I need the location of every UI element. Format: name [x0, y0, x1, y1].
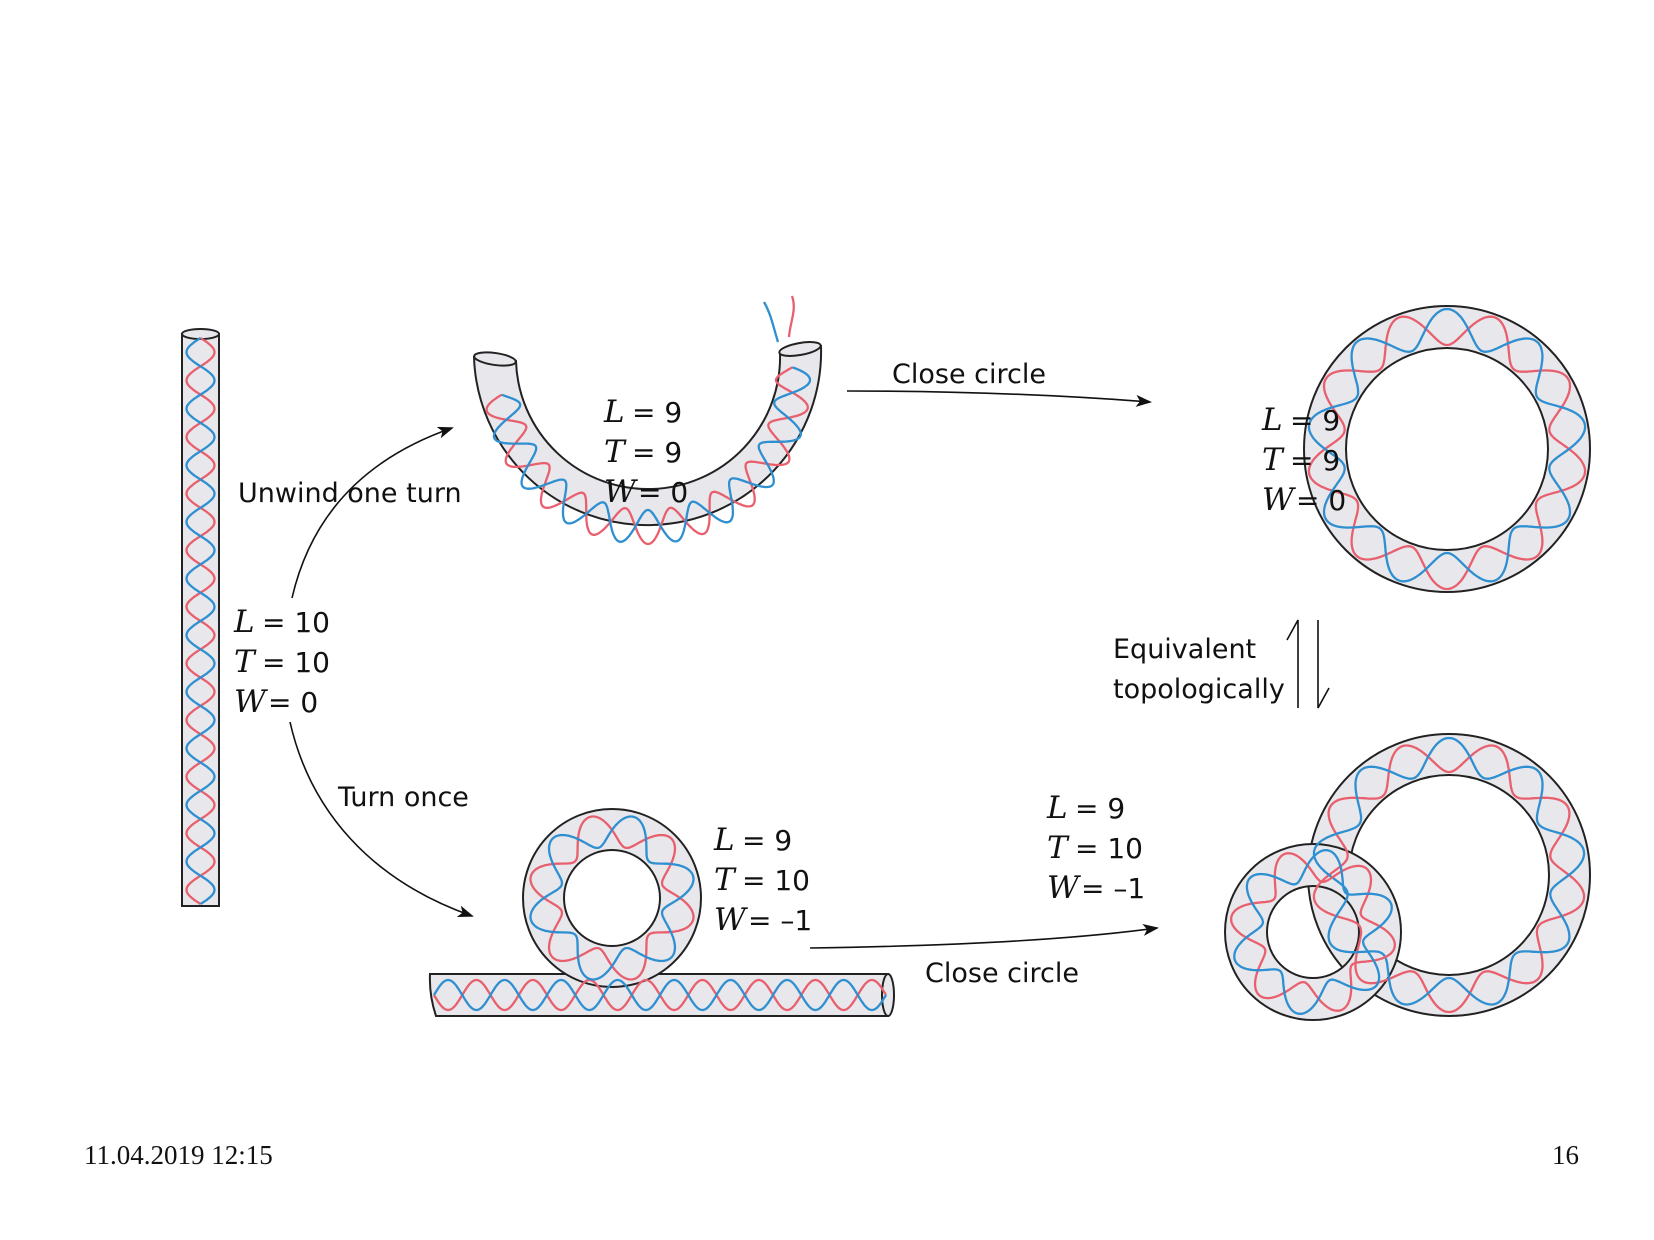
linear-L-var: L — [233, 604, 255, 640]
unwound-open-circle — [472, 295, 823, 546]
relaxed-state-labels: L = 9 T = 9 W = 0 — [1261, 402, 1346, 518]
linear-strand-blue — [185, 337, 216, 905]
footer-page-number: 16 — [1552, 1140, 1579, 1170]
turn-once-label: Turn once — [337, 782, 469, 813]
supercoiled-inner-strand-red — [1230, 852, 1396, 1012]
unwind-arrow — [291, 426, 454, 599]
unwound-L-var: L — [603, 394, 625, 430]
looped-dna — [428, 808, 895, 1017]
unwound-strand-blue — [492, 366, 812, 543]
looped-W-var: W — [714, 902, 748, 938]
looped-state-labels: L = 9 T = 10 W = –1 — [713, 822, 812, 938]
unwound-tube-right-end — [778, 341, 822, 357]
relaxed-L-var: L — [1261, 402, 1283, 438]
footer-date: 11.04.2019 12:15 — [84, 1140, 273, 1170]
relaxed-strand-blue — [1307, 307, 1587, 583]
linear-L-value: = 10 — [262, 606, 330, 639]
unwound-T-value: = 9 — [632, 436, 682, 469]
arrow-labels: Unwind one turn Turn once Close circle C… — [238, 359, 1285, 989]
relaxed-tube — [1302, 305, 1592, 593]
linear-W-var: W — [234, 684, 268, 720]
linear-state-labels: L = 10 T = 10 W = 0 — [233, 604, 330, 720]
supercoiled-W-value: = –1 — [1081, 872, 1145, 905]
relaxed-circle — [1302, 305, 1592, 593]
unwound-free-end-blue — [763, 301, 780, 343]
supercoiled-L-var: L — [1046, 790, 1068, 826]
equivalence-up-arrow — [1286, 619, 1299, 708]
looped-T-value: = 10 — [742, 864, 810, 897]
unwound-free-end-red — [787, 295, 795, 338]
linear-T-value: = 10 — [262, 646, 330, 679]
equivalent-label-line1: Equivalent — [1113, 634, 1256, 665]
linear-W-value: = 0 — [268, 686, 318, 719]
supercoiled-T-value: = 10 — [1075, 832, 1143, 865]
looped-L-value: = 9 — [742, 824, 792, 857]
supercoiled-W-var: W — [1047, 870, 1081, 906]
supercoiled-inner-tube — [1223, 843, 1403, 1021]
unwound-tube-left-end — [473, 351, 517, 367]
supercoiled-circle — [1223, 733, 1592, 1021]
transition-arrows — [289, 390, 1330, 949]
looped-rod-strand-blue — [433, 978, 887, 1012]
looped-ring-strand-blue — [529, 815, 695, 981]
unwound-W-var: W — [604, 474, 638, 510]
unwound-L-value: = 9 — [632, 396, 682, 429]
supercoiled-inner-strand-blue — [1233, 849, 1393, 1015]
looped-L-var: L — [713, 822, 735, 858]
equivalent-label-line2: topologically — [1113, 674, 1285, 705]
close-circle-top-arrow — [846, 390, 1152, 407]
close-circle-bottom-arrow — [809, 923, 1159, 949]
relaxed-W-value: = 0 — [1296, 484, 1346, 517]
linear-dna — [181, 328, 220, 907]
relaxed-L-value: = 9 — [1290, 404, 1340, 437]
supercoiled-L-value: = 9 — [1075, 792, 1125, 825]
supercoiled-state-labels: L = 9 T = 10 W = –1 — [1046, 790, 1145, 906]
turn-arrow — [289, 721, 474, 917]
close-circle-bottom-label: Close circle — [925, 958, 1079, 989]
looped-ring-tube — [521, 808, 703, 988]
looped-W-value: = –1 — [748, 904, 812, 937]
linear-T-var: T — [234, 644, 257, 680]
linear-tube-end — [181, 328, 220, 340]
equivalence-down-arrow — [1317, 620, 1330, 709]
looped-T-var: T — [714, 862, 737, 898]
relaxed-W-var: W — [1262, 482, 1296, 518]
unwound-W-value: = 0 — [638, 476, 688, 509]
relaxed-T-value: = 9 — [1290, 444, 1340, 477]
unwound-T-var: T — [604, 434, 627, 470]
unwound-state-labels: L = 9 T = 9 W = 0 — [603, 394, 688, 510]
unwind-label: Unwind one turn — [238, 478, 462, 509]
close-circle-top-label: Close circle — [892, 359, 1046, 390]
looped-rod-end — [881, 973, 895, 1017]
relaxed-T-var: T — [1262, 442, 1285, 478]
supercoiled-outer-strand-blue — [1312, 736, 1586, 1006]
supercoiled-T-var: T — [1047, 830, 1070, 866]
